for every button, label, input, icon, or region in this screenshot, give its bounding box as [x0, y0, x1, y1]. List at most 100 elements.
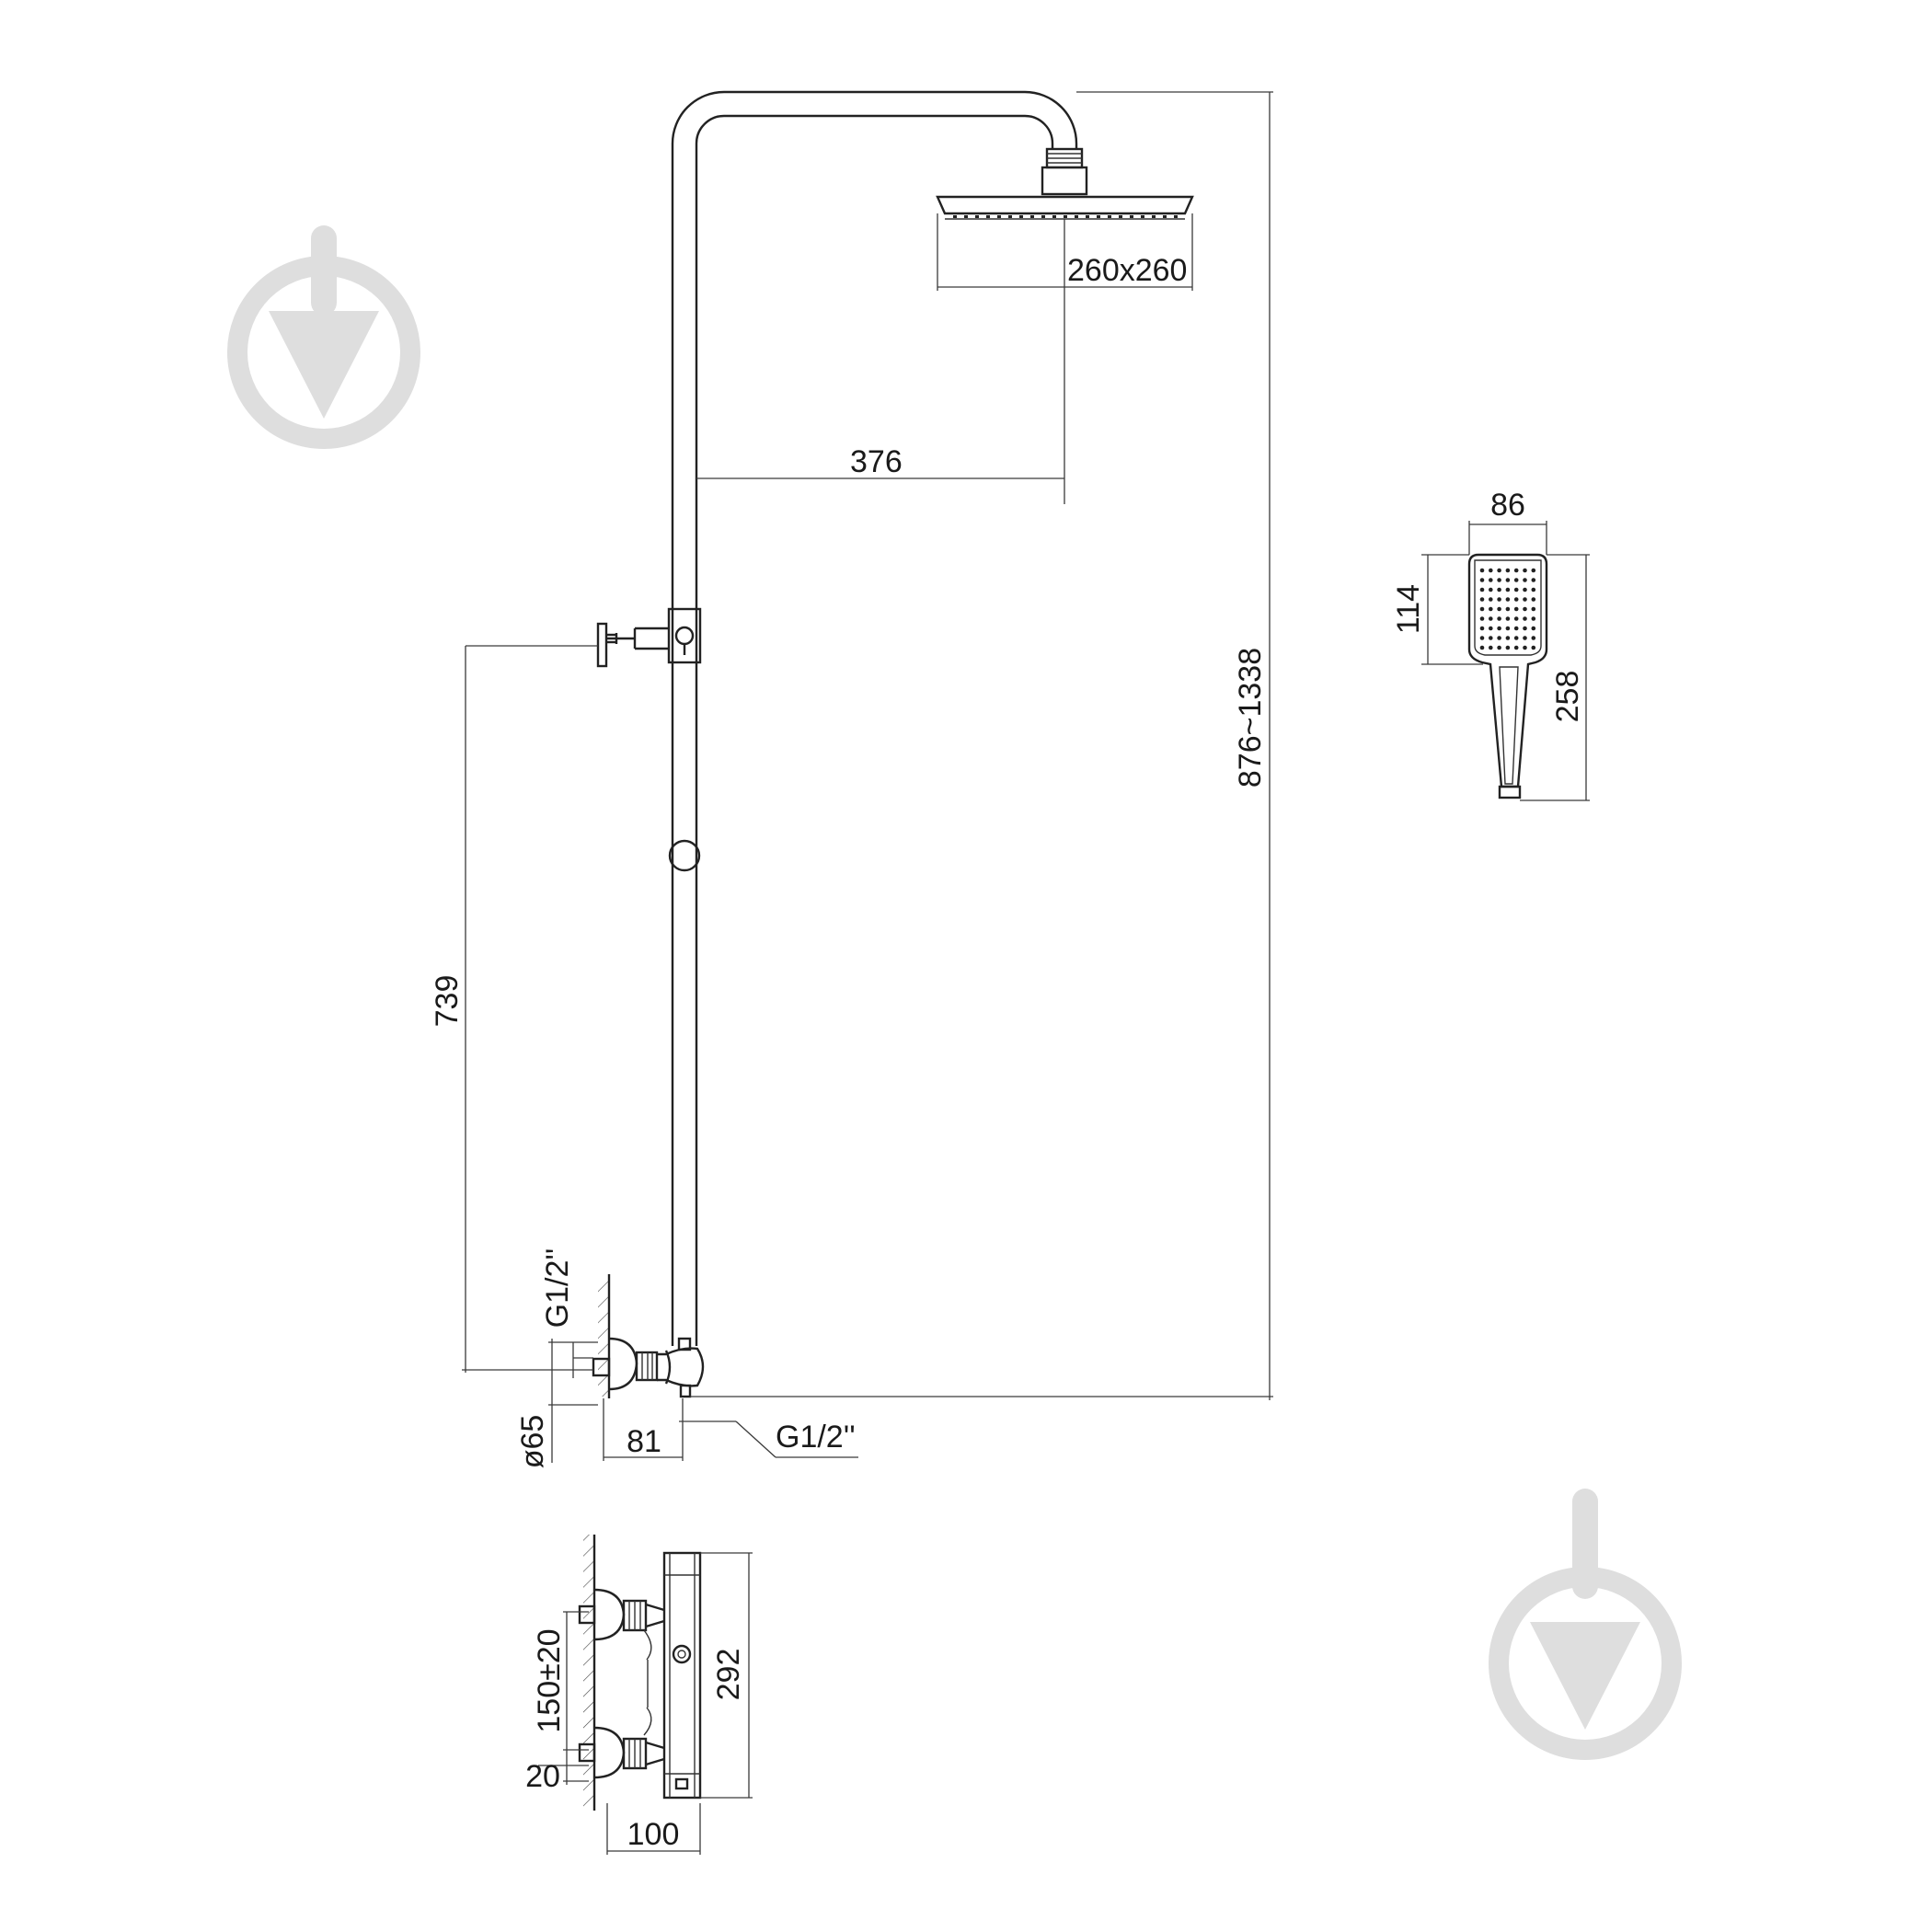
spray-hole [1008, 215, 1012, 218]
spray-nozzle [1513, 616, 1519, 621]
spray-hole [953, 215, 957, 218]
dimension-lines [462, 91, 1273, 1463]
dim-hand-total-length: 258 [1550, 671, 1585, 723]
spray-hole [964, 215, 968, 218]
spray-nozzle [1497, 626, 1501, 631]
spray-nozzle [1489, 597, 1493, 602]
spray-nozzle [1489, 578, 1493, 582]
spray-nozzle [1531, 597, 1536, 602]
spray-nozzle [1505, 587, 1511, 592]
spray-nozzle [1497, 568, 1501, 573]
spray-nozzle [1497, 597, 1501, 602]
spray-nozzle [1513, 597, 1519, 602]
spray-nozzle [1513, 606, 1519, 612]
brand-logo-icon [227, 225, 420, 449]
spray-nozzle [1479, 568, 1485, 573]
spray-nozzle [1505, 636, 1511, 640]
dim-mixer-depth: 100 [627, 1817, 680, 1852]
spray-nozzle [1523, 606, 1527, 612]
spray-nozzle [1497, 578, 1501, 582]
spray-nozzle [1497, 616, 1501, 621]
spray-nozzle [1479, 636, 1485, 640]
spray-nozzle [1513, 626, 1519, 631]
spray-nozzle [1513, 587, 1519, 592]
spray-nozzle [1523, 636, 1527, 640]
spray-nozzle [1513, 636, 1519, 640]
spray-nozzle [1523, 597, 1527, 602]
spray-nozzle [1505, 606, 1511, 612]
dim-arm-reach: 376 [850, 444, 903, 479]
spray-nozzle [1489, 606, 1493, 612]
mixer-front-view [538, 1535, 753, 1855]
spray-nozzle [1489, 626, 1493, 631]
spray-nozzle [1505, 645, 1511, 650]
spray-hole [1108, 215, 1111, 218]
spray-nozzle [1531, 636, 1536, 640]
slider-ball [668, 839, 701, 872]
spray-nozzle [1497, 645, 1501, 650]
spray-hole [1141, 215, 1144, 218]
spray-hole [986, 215, 990, 218]
diverter-side-view [592, 1274, 705, 1398]
spray-nozzle [1523, 616, 1527, 621]
spray-nozzle [1531, 568, 1536, 573]
spray-nozzle [1531, 606, 1536, 612]
spray-nozzle [1489, 587, 1493, 592]
spray-hole [975, 215, 979, 218]
spray-hole [997, 215, 1001, 218]
spray-hole [1152, 215, 1156, 218]
dim-holder-height: 739 [430, 975, 465, 1028]
dim-wall-offset: 81 [627, 1424, 661, 1459]
spray-nozzle [1523, 645, 1527, 650]
spray-hole [1041, 215, 1045, 218]
spray-nozzle [1489, 636, 1493, 640]
dim-hand-head-length: 114 [1391, 584, 1426, 634]
spray-nozzle [1479, 626, 1485, 631]
spray-nozzle [1505, 626, 1511, 631]
spray-nozzle [1489, 645, 1493, 650]
dim-flange-diameter: ø65 [515, 1415, 550, 1469]
brand-logo-icon [1489, 1489, 1682, 1760]
spray-hole [1052, 215, 1056, 218]
spray-nozzle [1479, 597, 1485, 602]
spray-hole [1119, 215, 1122, 218]
dim-mixer-center-distance: 150±20 [532, 1628, 567, 1732]
spray-hole [1097, 215, 1100, 218]
dim-head-size: 260x260 [1067, 253, 1187, 288]
spray-nozzle [1523, 568, 1527, 573]
spray-nozzle [1531, 587, 1536, 592]
spray-nozzle [1489, 616, 1493, 621]
spray-hole [1130, 215, 1133, 218]
spray-nozzle [1497, 636, 1501, 640]
spray-hole [1075, 215, 1078, 218]
spray-hole [1174, 215, 1178, 218]
spray-hole [1030, 215, 1034, 218]
spray-nozzle [1479, 606, 1485, 612]
spray-nozzle [1505, 616, 1511, 621]
dim-thread-top: G1/2'' [540, 1248, 575, 1328]
dim-hand-width: 86 [1490, 488, 1525, 523]
spray-nozzle [1479, 587, 1485, 592]
spray-nozzle [1523, 587, 1527, 592]
spray-nozzle [1513, 645, 1519, 650]
spray-nozzle [1523, 578, 1527, 582]
spray-nozzle [1505, 578, 1511, 582]
spray-nozzle [1531, 578, 1536, 582]
dim-total-height: 876~1338 [1233, 648, 1268, 788]
spray-hole [1086, 215, 1089, 218]
spray-nozzle [1479, 645, 1485, 650]
spray-nozzle [1497, 606, 1501, 612]
spray-hole [1019, 215, 1023, 218]
spray-nozzle [1523, 626, 1527, 631]
hand-shower-holder [596, 607, 702, 668]
spray-hole [1064, 215, 1067, 218]
shower-column [592, 90, 1194, 1398]
spray-nozzle [1505, 597, 1511, 602]
dim-thread-outlet: G1/2'' [776, 1420, 856, 1455]
spray-nozzle [1497, 587, 1501, 592]
spray-nozzle [1479, 616, 1485, 621]
dim-mixer-inlet-offset: 20 [525, 1759, 560, 1794]
spray-nozzle [1479, 578, 1485, 582]
dim-mixer-height: 292 [711, 1649, 746, 1701]
